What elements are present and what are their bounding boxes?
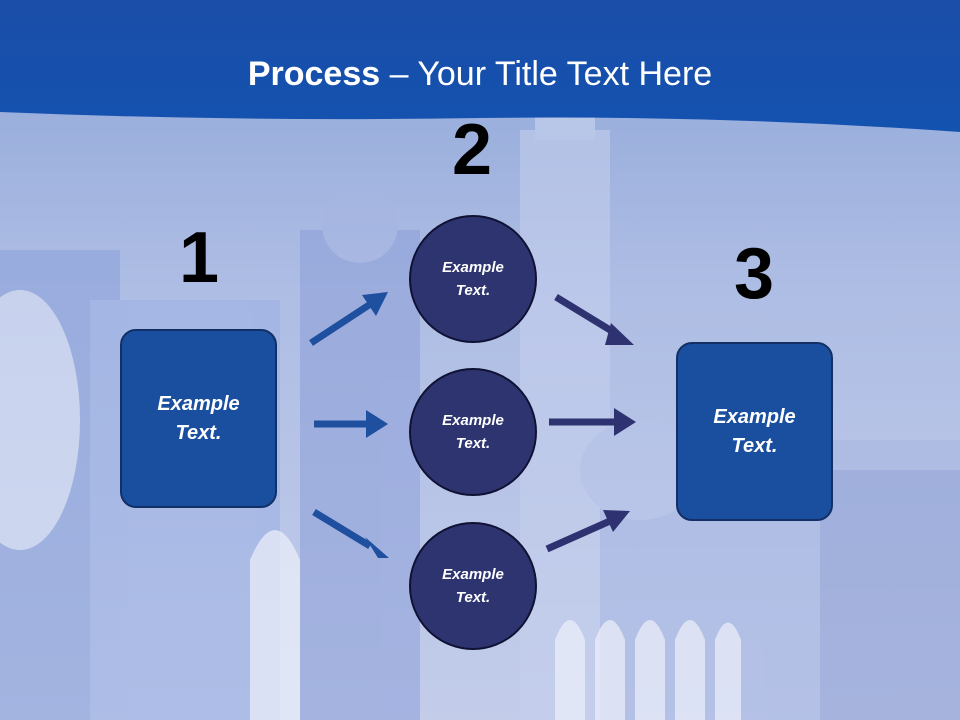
arrow-left-middle <box>314 410 388 438</box>
title-rest: – Your Title Text Here <box>380 55 713 93</box>
step-2-circle-top: Example Text. <box>409 215 537 343</box>
circle-top-text: Example Text. <box>442 259 504 299</box>
step-number-1: 1 <box>178 218 220 298</box>
step-2-circle-bottom: Example Text. <box>409 522 537 650</box>
title-bold: Process <box>247 55 381 93</box>
step-1-box: Example Text. <box>120 329 277 508</box>
circle-middle-text: Example Text. <box>442 412 504 452</box>
step-number-2: 2 <box>451 110 493 190</box>
arrow-right-down <box>554 294 634 345</box>
step-2-circle-middle: Example Text. <box>409 368 537 496</box>
step-1-text: Example Text. <box>157 392 240 444</box>
arrow-left-down <box>312 509 389 558</box>
arrow-right-middle <box>549 408 636 436</box>
step-3-text: Example Text. <box>713 405 796 457</box>
step-3-box: Example Text. <box>676 342 833 521</box>
arrow-left-up <box>309 292 388 346</box>
circle-bottom-text: Example Text. <box>442 566 504 606</box>
arrow-right-up <box>545 510 630 553</box>
step-number-3: 3 <box>733 234 775 314</box>
slide-title: Process – Your Title Text Here <box>0 52 960 96</box>
